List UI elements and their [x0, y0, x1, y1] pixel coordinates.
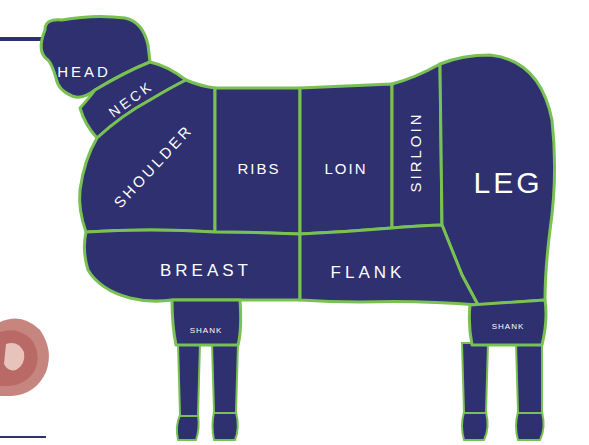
meat-shape [0, 318, 49, 396]
meat-fat [4, 343, 24, 370]
cut-region: FLANK [297, 222, 481, 308]
cut-outline [300, 84, 392, 234]
cut-label: RIBS [237, 161, 280, 176]
cut-outline-svg [76, 77, 218, 235]
cut-label: SIRLOIN [408, 111, 423, 192]
hoof-line [518, 412, 542, 414]
cut-region: SHANK [169, 297, 244, 348]
cut-outline [215, 88, 300, 234]
cut-label: HEAD [57, 64, 111, 79]
sheep-legs [177, 343, 544, 440]
cut-region: SHOULDER [76, 77, 218, 235]
leg-shape [177, 343, 200, 440]
cut-region: SHANK [466, 297, 549, 348]
cut-region: BREAST [81, 227, 303, 305]
leg-shape [516, 343, 544, 440]
hoof-lines [180, 413, 542, 416]
cut-label: FLANK [331, 264, 406, 281]
cut-outline [392, 64, 442, 228]
cut-label: LEG [473, 168, 542, 198]
cut-outline [80, 80, 215, 232]
cut-outline-svg [297, 81, 395, 237]
meat-shape [0, 330, 38, 386]
meat-photo [0, 318, 49, 396]
cut-label: BREAST [160, 262, 252, 279]
leg-shape [462, 343, 488, 440]
hoof-line [464, 412, 486, 414]
cut-region: LOIN [297, 81, 395, 237]
cut-outline [172, 300, 241, 345]
cut-region: RIBS [212, 85, 303, 237]
rule-line [0, 436, 46, 438]
leg-shape [212, 343, 238, 440]
cut-region: SIRLOIN [389, 61, 445, 231]
cut-label: SHANK [492, 323, 525, 331]
cut-label: LOIN [324, 161, 367, 176]
cut-outline [84, 230, 300, 301]
hoof-line [214, 412, 236, 414]
cut-outline [469, 300, 546, 345]
cut-outline [300, 225, 478, 305]
cut-outline-svg [169, 297, 244, 348]
cut-label: SHANK [190, 327, 223, 335]
hoof-line [180, 415, 198, 417]
